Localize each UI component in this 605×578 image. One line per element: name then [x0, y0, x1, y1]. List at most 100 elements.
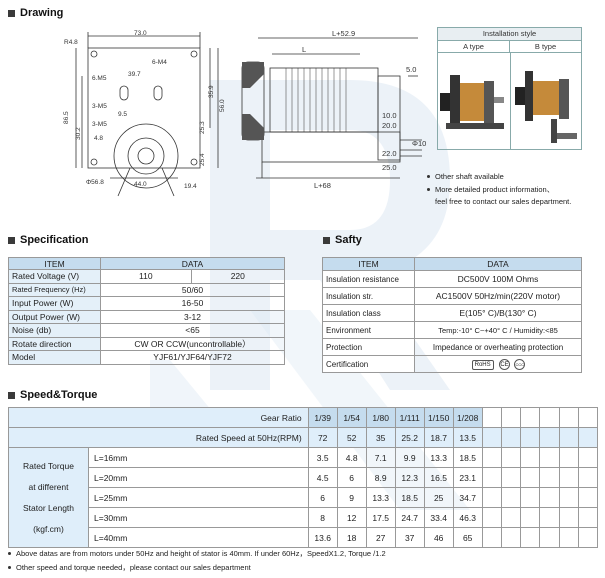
- stator-length-label: L=40mm: [88, 527, 309, 548]
- type-a-label: A type: [438, 41, 510, 52]
- empty-cell: [481, 427, 502, 448]
- empty-cell: [500, 487, 522, 508]
- row-value: <65: [100, 323, 285, 338]
- specification-table: ITEM DATA Rated Voltage (V) 110 220 Rate…: [8, 257, 286, 365]
- empty-cell: [481, 407, 502, 428]
- gear-ratio-label: Gear Ratio: [8, 407, 309, 428]
- row-value: 220: [190, 269, 286, 284]
- rated-speed-cell: 18.7: [423, 427, 454, 448]
- row-label: Protection: [322, 338, 415, 356]
- table-header-row: ITEM DATA: [8, 257, 285, 270]
- torque-cell: 4.8: [336, 447, 367, 468]
- speed-torque-section-title: Speed&Torque: [8, 389, 97, 401]
- torque-cell: 8: [307, 507, 338, 528]
- ccc-mark-icon: CCC: [514, 359, 526, 370]
- footnote: Other speed and torque needed，please con…: [8, 562, 251, 573]
- table-row: Insulation str. AC1500V 50Hz/min(220V mo…: [322, 287, 582, 305]
- row-label: Certification: [322, 355, 415, 373]
- row-label: Rated Voltage (V): [8, 269, 101, 284]
- empty-cell: [500, 407, 522, 428]
- certification-marks: RoHS CE CCC: [414, 355, 582, 373]
- torque-cell: 9: [336, 487, 367, 508]
- section-square-icon: [323, 236, 330, 244]
- table-row: Model YJF61/YJF64/YJF72: [8, 350, 285, 365]
- empty-cell: [520, 447, 541, 468]
- empty-cell: [539, 527, 560, 548]
- drawing-section-title: Drawing: [8, 7, 63, 19]
- gear-ratio-row: Gear Ratio 1/39 1/54 1/80 1/111 1/150 1/…: [8, 407, 599, 428]
- dim-label: L+52.9: [332, 29, 355, 38]
- torque-cell: 18.5: [394, 487, 425, 508]
- empty-cell: [577, 427, 599, 448]
- bullet-icon: [427, 175, 430, 179]
- dim-label: 35.9: [208, 85, 215, 98]
- torque-cell: 25: [423, 487, 454, 508]
- side-view-drawing: L+52.9 L 5.0 20.0 10.0 22.0 25.0 Φ10 L+6…: [241, 29, 426, 190]
- column-header: DATA: [100, 257, 285, 270]
- empty-cell: [481, 487, 502, 508]
- table-row: Insulation resistance DC500V 100M Ohms: [322, 270, 582, 288]
- rohs-mark-icon: RoHS: [471, 360, 494, 370]
- torque-cell: 3.5: [307, 447, 338, 468]
- torque-row: L=25mm 6 9 13.3 18.5 25 34.7: [9, 487, 599, 508]
- table-row: Input Power (W) 16-50: [8, 296, 285, 311]
- table-row: Insulation class E(105° C)/B(130° C): [322, 304, 582, 322]
- dim-label: 25.3: [199, 121, 206, 134]
- gear-ratio-cell: 1/54: [336, 407, 367, 428]
- footnote: Above datas are from motors under 50Hz a…: [8, 548, 386, 559]
- dim-label: 73.0: [134, 30, 147, 37]
- stator-length-label: L=16mm: [88, 447, 309, 468]
- stator-length-label: L=25mm: [88, 487, 309, 508]
- row-value: AC1500V 50Hz/min(220V motor): [414, 287, 582, 305]
- section-square-icon: [8, 391, 15, 399]
- installation-style-panel: Installation style A type B type: [437, 27, 582, 150]
- shaft-notes: Other shaft available More detailed prod…: [425, 171, 571, 209]
- table-row: Rotate direction CW OR CCW(uncontrollabl…: [8, 336, 285, 351]
- dim-label: 3-M5: [92, 103, 107, 110]
- dim-label: 5.0: [406, 65, 416, 74]
- specification-section-title: Specification: [8, 234, 88, 246]
- row-value: 110: [100, 269, 192, 284]
- row-label: Insulation resistance: [322, 270, 415, 288]
- empty-cell: [500, 507, 522, 528]
- empty-cell: [577, 407, 599, 428]
- gear-ratio-cell: 1/111: [394, 407, 425, 428]
- torque-cell: 65: [452, 527, 483, 548]
- dim-label: 25.4: [199, 153, 206, 166]
- row-label: Input Power (W): [8, 296, 101, 311]
- type-b-motor-image: [511, 53, 583, 149]
- empty-cell: [481, 507, 502, 528]
- dim-label: 19.4: [184, 183, 197, 190]
- empty-cell: [558, 447, 579, 468]
- row-value: DC500V 100M Ohms: [414, 270, 582, 288]
- torque-cell: 13.6: [307, 527, 338, 548]
- column-header: ITEM: [322, 257, 415, 271]
- empty-cell: [539, 407, 560, 428]
- front-view-drawing: R4.8 73.0 6-M4 39.7 6.M5 3-M5 3-M5 9.5 3…: [63, 30, 226, 197]
- empty-cell: [520, 407, 541, 428]
- empty-cell: [577, 487, 599, 508]
- note-line: feel free to contact our sales departmen…: [435, 197, 572, 206]
- torque-cell: 46.3: [452, 507, 483, 528]
- empty-cell: [539, 467, 560, 488]
- torque-cell: 7.1: [365, 447, 396, 468]
- empty-cell: [520, 487, 541, 508]
- empty-cell: [520, 427, 541, 448]
- empty-cell: [558, 407, 579, 428]
- empty-cell: [520, 467, 541, 488]
- row-value: Temp:-10° C~+40° C / Humidity:<85: [414, 321, 582, 339]
- torque-cell: 13.3: [365, 487, 396, 508]
- rated-speed-label: Rated Speed at 50Hz(RPM): [8, 427, 309, 448]
- empty-cell: [577, 527, 599, 548]
- empty-cell: [481, 447, 502, 468]
- section-square-icon: [8, 9, 15, 17]
- empty-cell: [539, 447, 560, 468]
- note-line: Other shaft available: [435, 172, 504, 181]
- dim-label: 86.5: [63, 111, 70, 124]
- torque-cell: 34.7: [452, 487, 483, 508]
- rated-speed-row: Rated Speed at 50Hz(RPM) 72 52 35 25.2 1…: [8, 427, 599, 448]
- empty-cell: [481, 527, 502, 548]
- torque-cell: 37: [394, 527, 425, 548]
- table-row: Rated Frequency (Hz) 50/60: [8, 282, 285, 297]
- row-label: Insulation str.: [322, 287, 415, 305]
